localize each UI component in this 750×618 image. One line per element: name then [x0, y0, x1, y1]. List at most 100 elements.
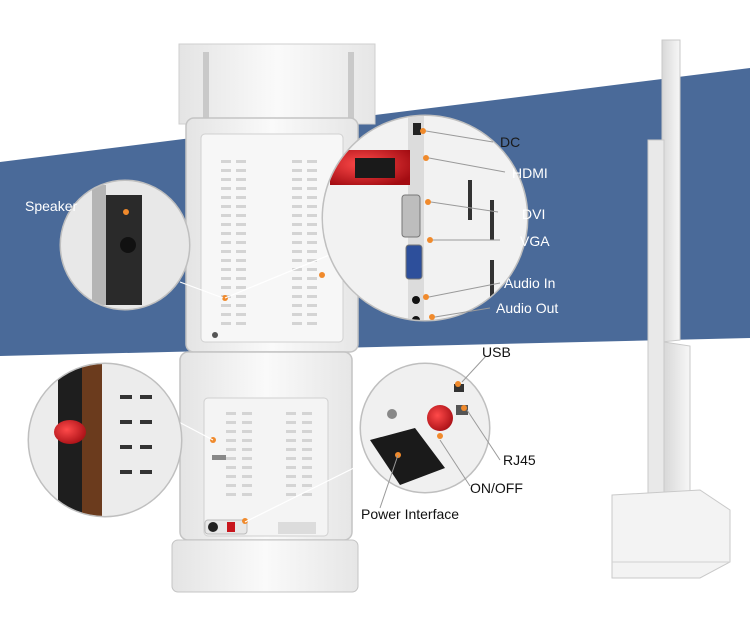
vent-slot [236, 259, 246, 262]
vent-slot [286, 493, 296, 496]
vent-slot [307, 187, 317, 190]
vent-slot [221, 205, 231, 208]
vent-slot [221, 268, 231, 271]
vent-slot [307, 268, 317, 271]
vent-slot [242, 475, 252, 478]
label-usb: USB [482, 344, 511, 360]
vent-slot [221, 277, 231, 280]
vent-slot [236, 295, 246, 298]
vent-slot [221, 223, 231, 226]
vent-slot [307, 250, 317, 253]
vent-slot [292, 277, 302, 280]
vent-slot [236, 313, 246, 316]
vent-slot [242, 466, 252, 469]
vent-slot [307, 241, 317, 244]
vent-slot [286, 475, 296, 478]
vent-slot [302, 448, 312, 451]
vent-slot [307, 286, 317, 289]
vent-slot [221, 286, 231, 289]
vent-slot [302, 412, 312, 415]
kiosk-base [171, 539, 359, 593]
vent-slot [302, 421, 312, 424]
vent-slot [236, 223, 246, 226]
label-vga: VGA [520, 233, 550, 249]
label-on-off: ON/OFF [470, 480, 523, 496]
vent-slot [307, 169, 317, 172]
vent-slot [221, 178, 231, 181]
vent-slot [307, 205, 317, 208]
speaker-detail-circle [59, 179, 191, 311]
vent-slot [236, 277, 246, 280]
interior-detail-circle [27, 362, 183, 518]
vent-slot [286, 421, 296, 424]
vent-slot [302, 457, 312, 460]
vent-slot [242, 457, 252, 460]
vent-slot [292, 259, 302, 262]
vent-slot [242, 493, 252, 496]
vent-slot [292, 178, 302, 181]
kiosk-side-view [611, 39, 731, 579]
vent-slot [292, 304, 302, 307]
vent-slot [236, 250, 246, 253]
vent-slot [286, 466, 296, 469]
vent-slot [236, 322, 246, 325]
vent-slot [286, 439, 296, 442]
vent-slot [236, 205, 246, 208]
vent-slot [221, 214, 231, 217]
vent-slot [307, 295, 317, 298]
vent-slot [236, 160, 246, 163]
vent-slot [307, 223, 317, 226]
vent-slot [302, 466, 312, 469]
vent-slot [292, 241, 302, 244]
label-speaker: Speaker [25, 198, 78, 214]
vent-slot [302, 430, 312, 433]
vent-slot [226, 484, 236, 487]
vent-slot [242, 421, 252, 424]
vent-slot [236, 304, 246, 307]
vent-slot [226, 439, 236, 442]
label-audio-in: Audio In [504, 275, 556, 291]
vent-slot [221, 313, 231, 316]
label-rj45: RJ45 [503, 452, 536, 468]
vent-slot [292, 205, 302, 208]
vent-slot [236, 169, 246, 172]
vent-slot [307, 313, 317, 316]
vent-slot [236, 187, 246, 190]
vent-slot [292, 223, 302, 226]
label-dc: DC [500, 134, 521, 150]
vent-slot [242, 439, 252, 442]
vent-slot [221, 232, 231, 235]
vent-slot [292, 169, 302, 172]
label-power-interface: Power Interface [361, 506, 460, 522]
vent-slot [292, 250, 302, 253]
vent-slot [242, 448, 252, 451]
vent-slot [236, 178, 246, 181]
vent-slot [226, 457, 236, 460]
vent-slot [307, 322, 317, 325]
vent-slot [307, 160, 317, 163]
vent-slot [242, 412, 252, 415]
vent-slot [292, 214, 302, 217]
vent-slot [292, 313, 302, 316]
vent-slot [286, 448, 296, 451]
vent-slot [221, 187, 231, 190]
vent-slot [302, 493, 312, 496]
vent-slot [307, 196, 317, 199]
vent-slot [286, 484, 296, 487]
vent-slot [307, 304, 317, 307]
vent-slot [286, 457, 296, 460]
vent-slot [302, 439, 312, 442]
vent-slot [226, 412, 236, 415]
vent-slot [236, 232, 246, 235]
label-dvi: DVI [522, 206, 546, 222]
vent-slot [292, 232, 302, 235]
vent-slot [242, 430, 252, 433]
vent-slot [236, 214, 246, 217]
vent-slot [307, 214, 317, 217]
vent-slot [226, 475, 236, 478]
vent-slot [292, 322, 302, 325]
label-leaders [379, 130, 506, 509]
vent-slot [221, 250, 231, 253]
